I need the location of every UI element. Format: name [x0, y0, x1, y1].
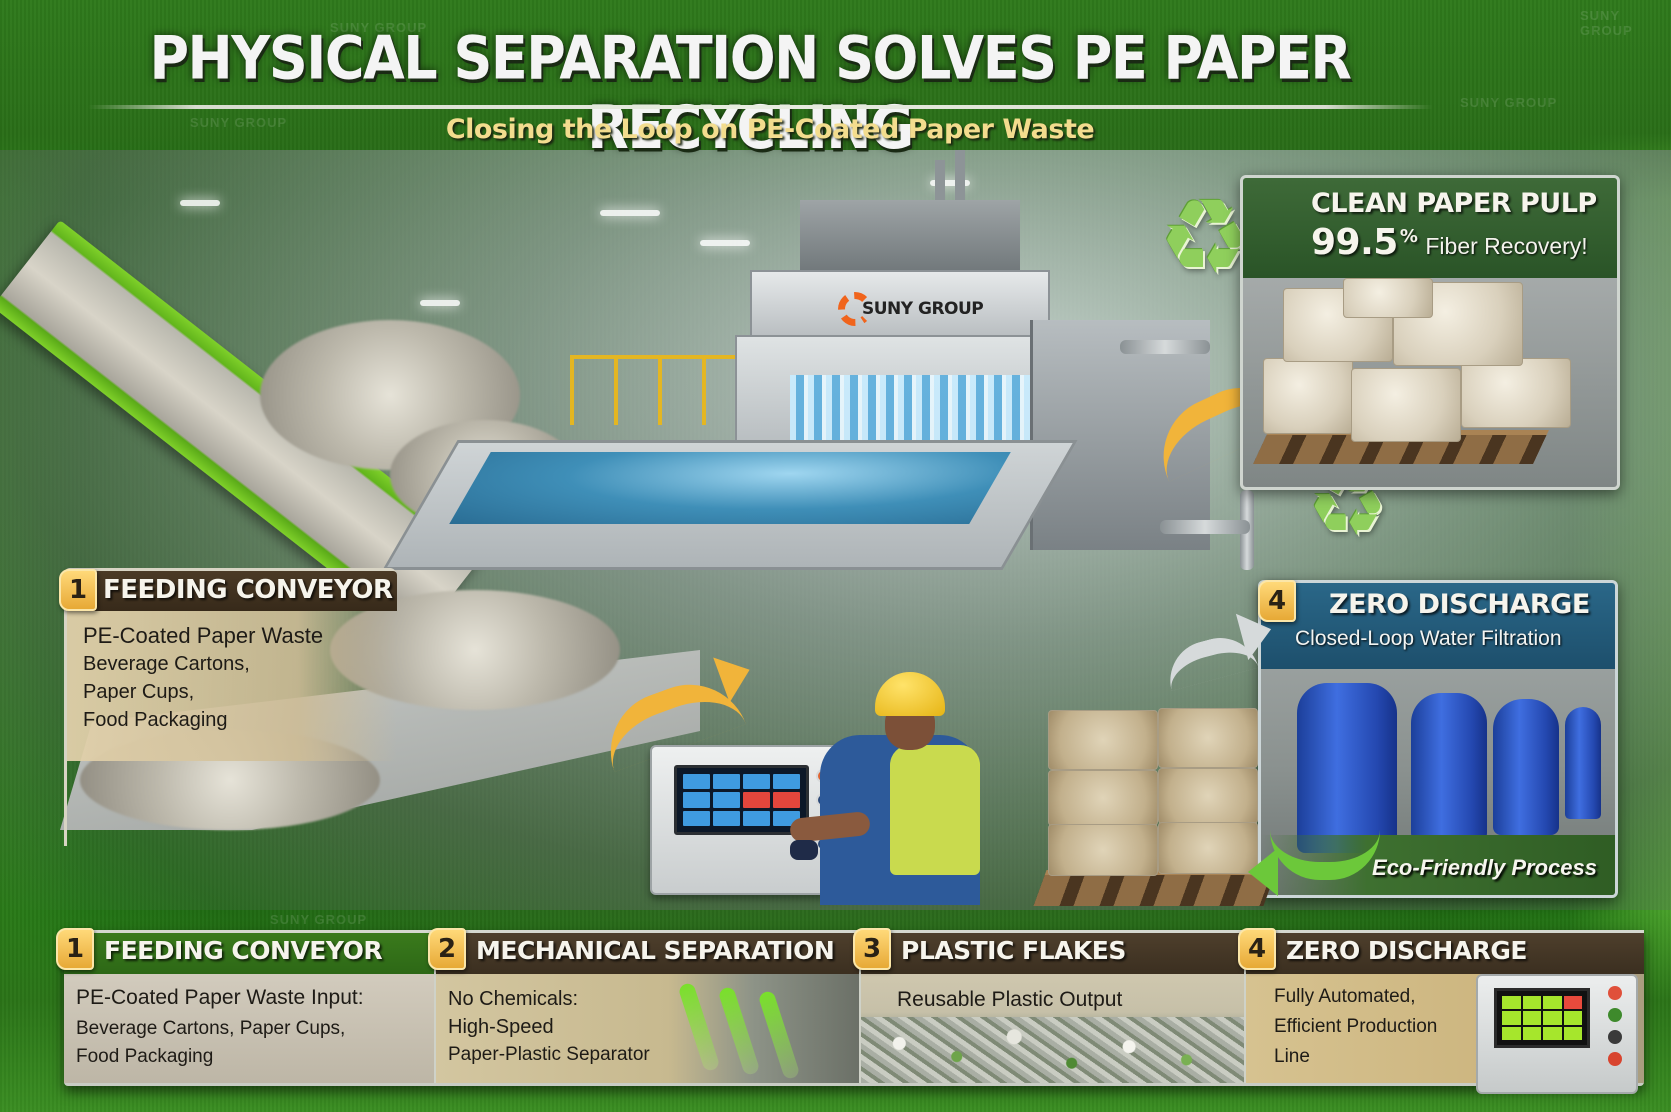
- pipe: [1160, 520, 1250, 534]
- pulp-bale: [1263, 358, 1353, 434]
- callout-line: Paper Cups,: [83, 681, 195, 703]
- recycle-icon: ♻: [1158, 180, 1252, 296]
- callout-header: [79, 571, 397, 611]
- step-body: [1246, 974, 1644, 1094]
- callout-line: Food Packaging: [83, 709, 228, 731]
- process-steps-strip: 1 FEEDING CONVEYOR PE-Coated Paper Waste…: [56, 928, 1644, 1094]
- step-line: Reusable Plastic Output: [897, 988, 1123, 1011]
- step-title: PLASTIC FLAKES: [901, 936, 1126, 965]
- title-divider: [88, 105, 1433, 109]
- pulp-bale: [1351, 368, 1461, 442]
- brand-logo: SUNY GROUP: [838, 292, 984, 326]
- water-jet: [677, 981, 721, 1073]
- step-card-feeding-conveyor: 1 FEEDING CONVEYOR PE-Coated Paper Waste…: [56, 928, 436, 1083]
- step-body: [436, 974, 859, 1083]
- step-header: [1246, 930, 1644, 974]
- step-line: Fully Automated,: [1274, 986, 1416, 1007]
- filtration-tank: [1297, 683, 1397, 853]
- step-line: Efficient Production: [1274, 1016, 1438, 1037]
- watermark: SUNY GROUP: [1580, 8, 1633, 38]
- callout-body: PE-Coated Paper Waste Beverage Cartons, …: [67, 611, 397, 761]
- filtration-tank: [1565, 707, 1601, 819]
- callout-feeding-conveyor: 1 FEEDING CONVEYOR PE-Coated Paper Waste…: [59, 568, 397, 846]
- fiber-recovery-stat: 99.5 % Fiber Recovery!: [1311, 222, 1588, 263]
- step-badge: 2: [428, 928, 466, 970]
- panel-button: [1608, 1008, 1622, 1022]
- callout-title: ZERO DISCHARGE: [1329, 589, 1590, 620]
- recovery-label: Fiber Recovery!: [1425, 233, 1588, 259]
- pulp-bale: [1158, 822, 1258, 874]
- safety-vest: [890, 745, 980, 875]
- callout-header: [1243, 178, 1617, 278]
- recovery-unit: %: [1399, 226, 1418, 247]
- step-line: Food Packaging: [76, 1046, 214, 1067]
- touchscreen-display: [1494, 988, 1590, 1048]
- step-line: Paper-Plastic Separator: [448, 1044, 650, 1065]
- step-line: No Chemicals:: [448, 988, 579, 1010]
- tank-water: [449, 452, 1011, 524]
- step-card-plastic-flakes: 3 PLASTIC FLAKES Reusable Plastic Output: [853, 928, 1246, 1083]
- gear-icon: [838, 292, 872, 326]
- step-header: [64, 930, 434, 974]
- step-header: [861, 930, 1244, 974]
- machine-rod: [955, 150, 965, 210]
- step-card-zero-discharge: 4 ZERO DISCHARGE Fully Automated, Effici…: [1238, 928, 1644, 1094]
- page-subtitle: Closing the Loop on PE-Coated Paper Wast…: [445, 114, 1095, 145]
- page-title: PHYSICAL SEPARATION SOLVES PE PAPER RECY…: [149, 23, 1352, 163]
- step-badge: 4: [1258, 580, 1296, 622]
- pulp-bale: [1343, 278, 1433, 318]
- step-card-mechanical-separation: 2 MECHANICAL SEPARATION No Chemicals: Hi…: [428, 928, 861, 1083]
- step-title: FEEDING CONVEYOR: [104, 936, 383, 965]
- plastic-flakes-image: [861, 1017, 1244, 1083]
- machine-rod: [935, 160, 945, 210]
- step-line: High-Speed: [448, 1016, 554, 1038]
- worker-glove: [790, 840, 818, 860]
- recovery-value: 99.5: [1311, 222, 1398, 263]
- step-title: MECHANICAL SEPARATION: [476, 936, 835, 965]
- pulp-bale: [1048, 824, 1158, 876]
- step-badge: 4: [1238, 928, 1276, 970]
- callout-line: Beverage Cartons,: [83, 653, 250, 675]
- step-lead: PE-Coated Paper Waste Input:: [76, 986, 364, 1009]
- pulp-bale: [1048, 770, 1158, 826]
- step-line: Beverage Cartons, Paper Cups,: [76, 1018, 346, 1039]
- pulp-bale-stack: [1033, 690, 1290, 910]
- step-title: ZERO DISCHARGE: [1286, 936, 1527, 965]
- panel-button: [1608, 1030, 1622, 1044]
- step-body: [64, 974, 434, 1083]
- step-header: [436, 930, 859, 974]
- watermark: SUNY GROUP: [1460, 95, 1558, 110]
- watermark: SUNY GROUP: [330, 20, 428, 35]
- pulp-bale: [1158, 708, 1258, 768]
- pipe: [1120, 340, 1210, 354]
- pulp-bale: [1461, 358, 1571, 428]
- callout-title: FEEDING CONVEYOR: [103, 575, 393, 605]
- filtration-tank: [1493, 699, 1559, 835]
- water-jet: [717, 985, 761, 1077]
- eco-friendly-label: Eco-Friendly Process: [1372, 855, 1597, 880]
- watermark: SUNY GROUP: [270, 912, 368, 927]
- control-panel-image: [1476, 974, 1638, 1094]
- machine-upper-housing: [800, 200, 1020, 275]
- step-badge: 3: [853, 928, 891, 970]
- callout-header: [1261, 583, 1615, 669]
- filtration-tank: [1411, 693, 1487, 841]
- touchscreen-display[interactable]: [674, 765, 809, 835]
- watermark: SUNY GROUP: [190, 115, 288, 130]
- pulp-bale: [1048, 710, 1158, 770]
- callout-clean-paper-pulp: CLEAN PAPER PULP 99.5 % Fiber Recovery!: [1240, 175, 1620, 490]
- panel-button: [1608, 1052, 1622, 1066]
- panel-button: [1608, 986, 1622, 1000]
- water-jet: [757, 989, 801, 1081]
- callout-line: PE-Coated Paper Waste: [83, 623, 324, 648]
- step-badge: 1: [56, 928, 94, 970]
- step-body: [861, 974, 1244, 1083]
- pulp-bale: [1158, 768, 1258, 824]
- yellow-safety-railing: [570, 355, 740, 425]
- step-badge: 1: [59, 569, 97, 611]
- callout-subtitle: Closed-Loop Water Filtration: [1295, 627, 1562, 650]
- step-line: Line: [1274, 1046, 1310, 1067]
- brand-name: SUNY GROUP: [862, 299, 984, 319]
- callout-title: CLEAN PAPER PULP: [1311, 188, 1597, 219]
